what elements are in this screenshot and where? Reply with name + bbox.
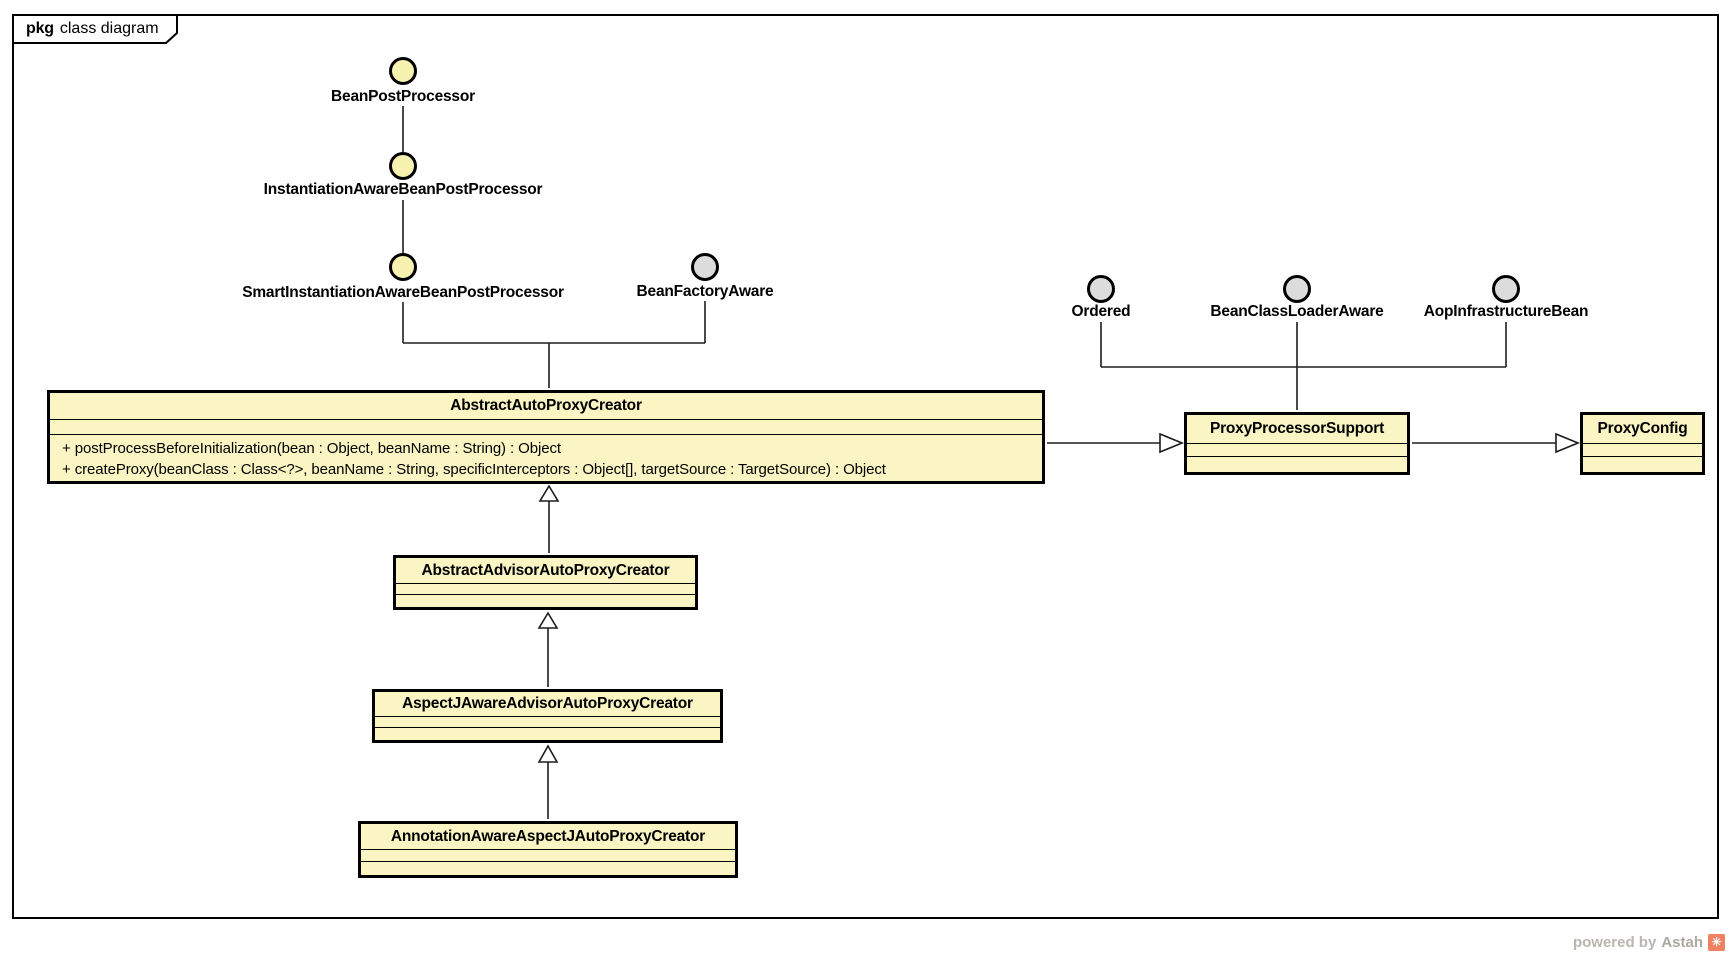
class-name: AbstractAdvisorAutoProxyCreator	[421, 561, 670, 579]
frame-tab-shape	[12, 14, 178, 44]
interface-circle-bean-factory-aware[interactable]	[691, 253, 719, 281]
interface-circle-instantiation-aware-bean-post-processor[interactable]	[389, 152, 417, 180]
class-name: ProxyConfig	[1597, 420, 1688, 437]
class-name: AnnotationAwareAspectJAutoProxyCreator	[390, 827, 706, 845]
realization-connector-to-proxy-processor-support	[1100, 322, 1507, 410]
watermark: powered by Astah ✳	[1573, 933, 1725, 952]
attributes-compartment	[1187, 443, 1407, 456]
attributes-compartment	[396, 583, 695, 594]
operation: + createProxy(beanClass : Class<?>, bean…	[62, 461, 886, 478]
interface-label: BeanClassLoaderAware	[1210, 303, 1384, 320]
frame-tab-title: class diagram	[59, 20, 159, 37]
interface-circle-ordered[interactable]	[1087, 275, 1115, 303]
operations-compartment	[1583, 456, 1702, 472]
generalization-arrow-up-1	[538, 484, 560, 502]
frame-tab-keyword: pkg	[26, 20, 54, 37]
class-name: ProxyProcessorSupport	[1209, 420, 1385, 437]
operations-compartment	[375, 727, 720, 740]
operation: + postProcessBeforeInitialization(bean :…	[62, 440, 561, 457]
astah-logo-icon: ✳	[1708, 934, 1725, 951]
diagram-frame	[12, 14, 1719, 919]
interface-label: BeanFactoryAware	[636, 283, 774, 300]
class-annotation-aware-aspectj-auto-proxy-creator[interactable]: AnnotationAwareAspectJAutoProxyCreator	[358, 821, 738, 878]
generalization-arrow-right-1	[1159, 432, 1185, 454]
interface-circle-bean-post-processor[interactable]	[389, 57, 417, 85]
operations-compartment	[361, 861, 735, 875]
attributes-compartment	[1583, 443, 1702, 456]
class-abstract-auto-proxy-creator[interactable]: AbstractAutoProxyCreator + postProcessBe…	[47, 390, 1045, 484]
operations-compartment	[396, 594, 695, 607]
class-name: AspectJAwareAdvisorAutoProxyCreator	[402, 695, 693, 712]
attributes-compartment	[375, 716, 720, 727]
interface-label: Ordered	[1071, 303, 1131, 320]
brand-text: Astah	[1661, 934, 1703, 951]
interface-circle-aop-infrastructure-bean[interactable]	[1492, 275, 1520, 303]
interface-label: SmartInstantiationAwareBeanPostProcessor	[242, 284, 564, 301]
interface-label: AopInfrastructureBean	[1423, 303, 1589, 320]
powered-by-text: powered by	[1572, 934, 1657, 951]
operations-compartment	[1187, 456, 1407, 472]
generalization-arrow-right-2	[1555, 432, 1581, 454]
interface-label: InstantiationAwareBeanPostProcessor	[263, 181, 543, 198]
class-proxy-processor-support[interactable]: ProxyProcessorSupport	[1184, 412, 1410, 475]
generalization-arrow-up-3	[537, 744, 559, 763]
attributes-compartment	[50, 419, 1042, 434]
frame-tab: pkg class diagram	[13, 15, 177, 43]
generalization-arrow-up-2	[537, 611, 559, 629]
class-abstract-advisor-auto-proxy-creator[interactable]: AbstractAdvisorAutoProxyCreator	[393, 555, 698, 610]
class-proxy-config[interactable]: ProxyConfig	[1580, 412, 1705, 475]
class-aspectj-aware-advisor-auto-proxy-creator[interactable]: AspectJAwareAdvisorAutoProxyCreator	[372, 689, 723, 743]
class-name: AbstractAutoProxyCreator	[450, 397, 642, 414]
astah-logo-glyph: ✳	[1711, 935, 1722, 949]
interface-circle-bean-class-loader-aware[interactable]	[1283, 275, 1311, 303]
attributes-compartment	[361, 849, 735, 861]
operations-compartment: + postProcessBeforeInitialization(bean :…	[50, 434, 1042, 481]
interface-label: BeanPostProcessor	[331, 88, 475, 105]
realization-connector-to-abstract-auto-proxy-creator	[402, 301, 706, 388]
interface-circle-smart-instantiation-aware-bean-post-processor[interactable]	[389, 253, 417, 281]
